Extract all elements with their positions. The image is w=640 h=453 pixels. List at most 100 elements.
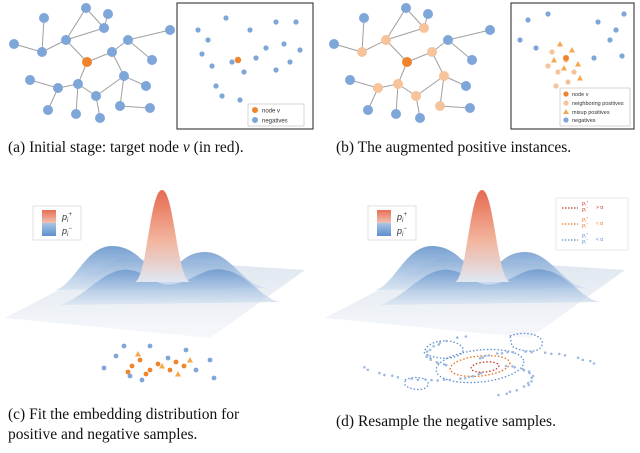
legend-c	[32, 205, 82, 241]
graph-node	[145, 103, 155, 113]
scatter-point	[396, 376, 400, 379]
scatter-point	[416, 378, 420, 382]
panel-b: node v neighboring positives mixup posit…	[320, 0, 640, 135]
legend-c-swatch	[42, 210, 56, 236]
scatter-point	[511, 365, 514, 368]
scatter-point	[463, 377, 467, 380]
scatter-point	[175, 371, 181, 377]
graph-node	[61, 35, 71, 45]
graph-node	[119, 71, 129, 81]
scatter-point	[581, 358, 585, 362]
svg-text:≈ α: ≈ α	[596, 221, 603, 227]
svg-text:Pi+: Pi+	[582, 200, 588, 208]
scatter-point	[522, 385, 526, 388]
graph-node	[71, 109, 81, 119]
surface-c: pi+ pi−	[5, 190, 305, 383]
legend-c-pos: pi+	[61, 212, 72, 224]
scatter-point	[607, 37, 613, 43]
graph-node	[91, 91, 101, 101]
svg-text:> α: > α	[596, 205, 603, 211]
scatter-point	[437, 343, 440, 346]
scatter-point	[187, 357, 193, 363]
scatter-point	[137, 357, 143, 363]
scatter-point	[273, 67, 279, 73]
scatter-point	[448, 378, 452, 382]
graph-node	[81, 3, 91, 13]
scatter-point	[515, 389, 519, 392]
scatter-point	[139, 377, 145, 383]
graph-node	[401, 3, 411, 13]
graph-node	[95, 113, 105, 123]
graph-node	[99, 23, 109, 33]
scatter-point	[565, 79, 571, 85]
graph-node	[37, 47, 47, 57]
svg-text:Pi−: Pi−	[582, 238, 588, 246]
scatter-point	[155, 361, 161, 367]
scatter-point	[471, 375, 475, 378]
graph-node	[359, 13, 369, 23]
graph-node	[411, 91, 421, 101]
scatter-point	[127, 373, 133, 379]
scatter-point	[442, 378, 446, 381]
scatter-point	[219, 93, 225, 99]
panel-a: node v negatives	[0, 0, 320, 135]
scatter-point	[506, 350, 509, 354]
graph-node	[419, 23, 429, 33]
scatter-point	[366, 368, 370, 372]
caption-b: (b) The augmented positive instances.	[336, 139, 572, 156]
graph-node	[363, 105, 373, 115]
scatter-point	[524, 350, 527, 353]
graph-b: node v neighboring positives mixup posit…	[329, 2, 635, 130]
graph-node	[141, 81, 151, 91]
graph-node	[423, 9, 433, 19]
scatter-point	[487, 354, 491, 357]
scatter-point	[513, 366, 517, 369]
scatter-point	[391, 374, 394, 377]
scatter-point	[549, 49, 555, 55]
legend-a-node-icon	[252, 107, 258, 113]
scatter-point	[195, 27, 201, 33]
scatter-point	[213, 83, 219, 89]
scatter-point	[550, 352, 553, 356]
scatter-point	[525, 17, 531, 23]
scatter-point	[297, 47, 303, 53]
graph-node	[165, 25, 175, 35]
graph-node	[467, 55, 477, 65]
scatter-point	[557, 41, 563, 47]
scatter-point	[569, 47, 575, 53]
graph-node	[439, 71, 449, 81]
scatter-point	[234, 56, 242, 64]
scatter-point	[135, 351, 141, 357]
scatter-point	[424, 378, 427, 381]
scatter-point	[383, 373, 386, 377]
scatter-point	[505, 392, 508, 396]
graph-node	[381, 35, 391, 45]
scatter-point	[478, 357, 482, 360]
legend-a	[247, 103, 305, 127]
scatter-point	[527, 383, 530, 387]
scatter-point	[557, 352, 561, 356]
scatter-point	[167, 367, 173, 373]
scatter-point	[551, 57, 557, 63]
caption-c-line1: (c) Fit the embedding distribution for	[8, 406, 240, 423]
scatter-point	[237, 97, 243, 103]
scatter-point	[378, 371, 381, 375]
scatter-point	[527, 370, 531, 373]
scatter-point	[199, 51, 205, 57]
scatter-point	[531, 374, 535, 378]
scatter-point	[477, 372, 480, 376]
scatter-point	[113, 353, 119, 359]
contours-d	[404, 332, 543, 391]
scatter-point	[425, 350, 429, 353]
scatter-point	[410, 377, 413, 381]
legend-c-neg: pi−	[61, 226, 72, 238]
scatter-point	[229, 59, 235, 65]
scatter-point	[101, 365, 107, 371]
graph-node	[427, 47, 437, 57]
graph-node	[103, 9, 113, 19]
legend-b	[559, 87, 631, 127]
scatter-point	[545, 11, 551, 17]
scatter-point	[281, 41, 287, 47]
graph-node	[373, 83, 383, 93]
legend-b-item-3: negatives	[572, 118, 596, 124]
